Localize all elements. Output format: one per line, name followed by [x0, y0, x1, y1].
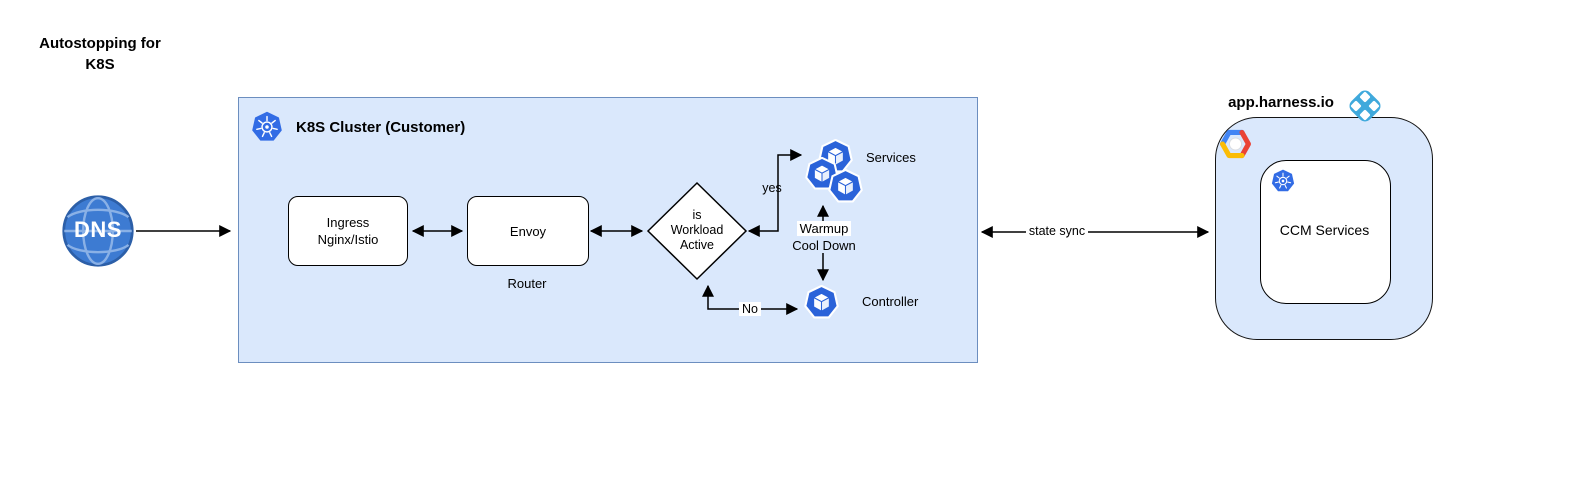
state-sync-label: state sync — [1012, 224, 1102, 239]
harness-title: app.harness.io — [1228, 94, 1334, 111]
kubernetes-icon — [251, 111, 283, 143]
edge-label-no: No — [728, 302, 772, 317]
decision-text: is Workload Active — [650, 208, 744, 253]
state-sync-text: state sync — [1025, 224, 1089, 238]
warmup-cooldown-label: Warmup Cool Down — [780, 220, 868, 254]
page-title: Autostopping for K8S — [22, 33, 178, 75]
page-title-line1: Autostopping for — [39, 35, 161, 52]
harness-logo-icon — [1345, 86, 1385, 126]
ingress-label-line2: Nginx/Istio — [317, 232, 379, 247]
edge-label-no-text: No — [739, 302, 761, 316]
ingress-label-line1: Ingress — [326, 215, 370, 230]
ccm-services-label: CCM Services — [1279, 222, 1370, 238]
warmup-label-line1: Warmup — [796, 221, 852, 236]
page-title-line2: K8S — [85, 56, 115, 73]
ingress-node: Ingress Nginx/Istio — [288, 196, 408, 266]
kubernetes-icon — [1271, 169, 1295, 193]
decision-diamond — [646, 181, 748, 281]
decision-line2: Workload — [670, 223, 724, 237]
dns-label: DNS — [74, 217, 122, 242]
envoy-node: Envoy — [467, 196, 589, 266]
warmup-label-line2: Cool Down — [792, 238, 856, 253]
k8s-pods-icon — [828, 169, 863, 204]
envoy-label: Envoy — [509, 223, 547, 239]
decision-line3: Active — [679, 238, 715, 252]
dns-node: DNS — [61, 194, 135, 266]
router-sublabel: Router — [507, 276, 547, 291]
services-label: Services — [866, 150, 916, 165]
gcp-hexagon-icon — [1217, 128, 1254, 160]
decision-line1: is — [692, 208, 702, 222]
edge-label-yes: yes — [762, 181, 782, 195]
controller-label: Controller — [862, 294, 919, 309]
dns-globe-icon — [62, 195, 134, 267]
k8s-pod-icon — [804, 285, 839, 320]
cluster-title: K8S Cluster (Customer) — [296, 119, 466, 136]
